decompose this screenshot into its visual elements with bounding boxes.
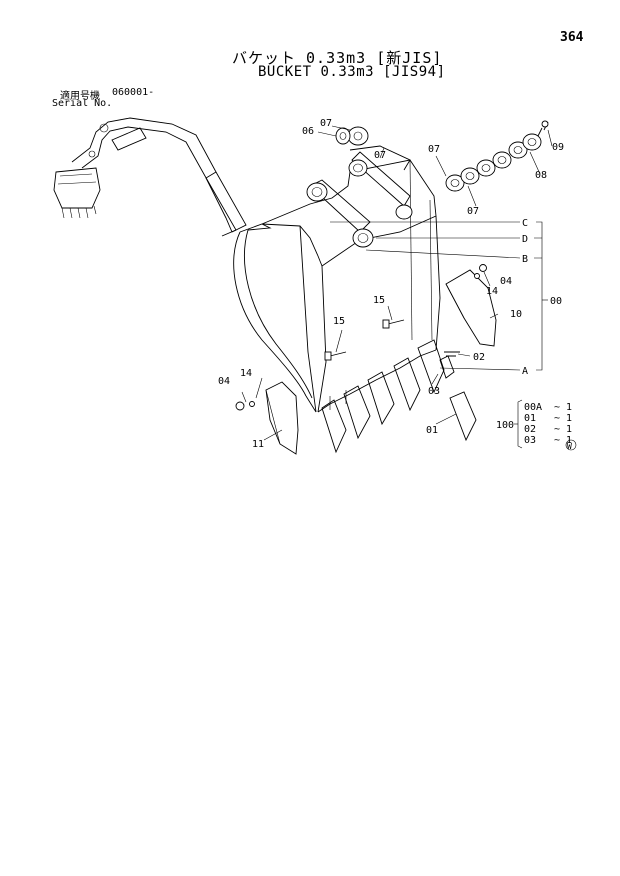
callout-03: 03: [428, 386, 440, 397]
kit-item-code: 03: [524, 435, 536, 446]
serial-label-english: Serial No.: [52, 98, 113, 109]
bucket-bosses: [306, 151, 413, 248]
callout-04-right: 04: [500, 276, 512, 287]
bucket-teeth: [321, 339, 477, 454]
callout-14-right: 14: [486, 286, 498, 297]
side-cutter-right: [445, 264, 497, 347]
reference-d: D: [522, 234, 528, 245]
serial-label-japanese: 適用号機: [60, 91, 100, 102]
callout-08: 08: [535, 170, 547, 181]
kit-number: 100: [496, 420, 514, 431]
reference-c: C: [522, 218, 528, 229]
reference-b: B: [522, 254, 528, 265]
callout-15-upper: 15: [373, 295, 385, 306]
kit-item-code: 02: [524, 424, 536, 435]
page-number: 364: [560, 30, 584, 45]
leader-lines: [241, 125, 553, 441]
title-english: BUCKET 0.33m3 [JIS94]: [258, 64, 446, 80]
callout-02: 02: [473, 352, 485, 363]
callout-00: 00: [550, 296, 562, 307]
callout-10: 10: [510, 309, 522, 320]
callout-14-left: 14: [240, 368, 252, 379]
kit-item-code: 01: [524, 413, 536, 424]
kit-bracket: [514, 399, 577, 451]
reference-a: A: [522, 366, 528, 377]
kit-item-qty: ~ 1: [554, 413, 572, 424]
callout-07-mid: 07: [374, 150, 386, 161]
excavator-thumbnail: [53, 117, 247, 237]
serial-value: 060001-: [112, 87, 155, 98]
callout-06: 06: [302, 126, 314, 137]
kit-list: 100 00A ~ 1 01 ~ 1 02 ~ 1 03 ~ 1 W: [496, 402, 572, 451]
callout-01: 01: [426, 425, 438, 436]
callout-11: 11: [252, 439, 264, 450]
shim-rings-left: [335, 126, 369, 146]
callout-07-top: 07: [320, 118, 332, 129]
kit-item-qty: ~ 1: [554, 424, 572, 435]
callout-07-right: 07: [428, 144, 440, 155]
side-cutter-left: [235, 381, 299, 455]
kit-item-code: 00A: [524, 402, 542, 413]
callout-labels: 01 02 03 04 04 06 07 07 07 07 08 09 10 1…: [218, 118, 564, 450]
kit-item-qty: ~ 1: [554, 435, 572, 446]
callout-04-left: 04: [218, 376, 230, 387]
title-japanese: バケット 0.33m3 [新JIS]: [232, 49, 443, 67]
kit-mark: W: [567, 442, 572, 451]
kit-item-qty: ~ 1: [554, 402, 572, 413]
callout-09: 09: [552, 142, 564, 153]
shim-rings-right: [445, 120, 549, 192]
callout-07-bottom: 07: [467, 206, 479, 217]
callout-15-lower: 15: [333, 316, 345, 327]
bolts-15: [324, 319, 405, 361]
bucket-body: [233, 145, 441, 413]
